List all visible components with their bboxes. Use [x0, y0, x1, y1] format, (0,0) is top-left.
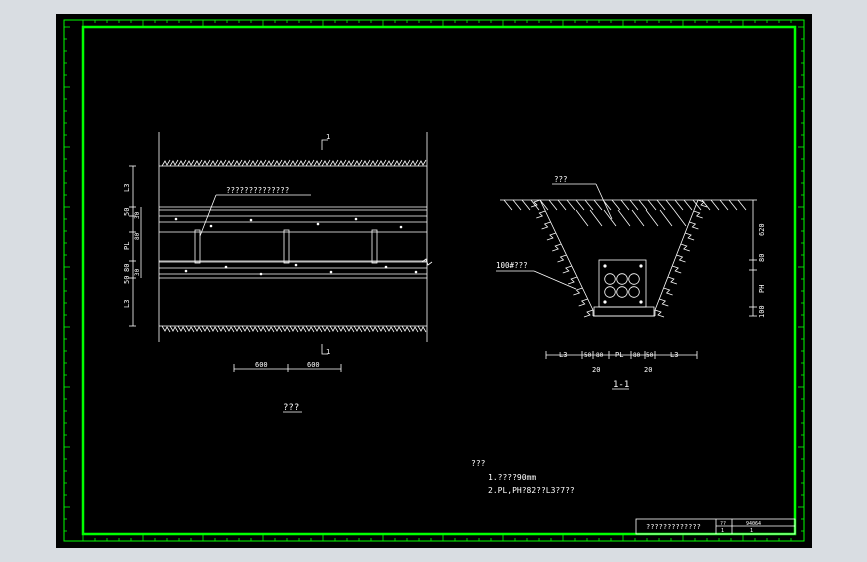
- notes-line-2: 2.PL,PH?82??L3?7??: [488, 486, 575, 495]
- plan-view: [129, 132, 433, 413]
- section-mark-top: 1: [326, 133, 330, 141]
- cad-drawing: 1 1 ?????????????? 600 600 ??? L3 50 PL …: [63, 19, 805, 542]
- plan-dim-80: 80: [123, 264, 131, 272]
- plan-caption: ???: [283, 403, 299, 413]
- title-block-col2: 94064: [746, 521, 761, 527]
- plan-dim-l3-bottom: L3: [123, 300, 131, 308]
- plan-dim-pl: PL: [123, 242, 131, 250]
- title-block-texts: ????????????? ?? 94064 1 1: [646, 521, 761, 534]
- plan-inner-dim-1: 30: [134, 211, 141, 219]
- section-dim-100: 100: [758, 305, 766, 318]
- plan-dim-600-left: 600: [255, 361, 268, 369]
- border-tick-marks: [64, 20, 804, 541]
- section-dim-620: 620: [758, 223, 766, 236]
- plan-dim-l3-top: L3: [123, 184, 131, 192]
- ground-hatch-bottom: [161, 325, 427, 333]
- cable-ducts: [603, 264, 643, 304]
- plan-inner-dim-2: 80: [134, 232, 141, 240]
- section-view: [496, 183, 757, 390]
- backfill-label: ???: [554, 175, 568, 184]
- notes: ??? 1.????90mm 2.PL,PH?82??L3?7??: [471, 459, 575, 495]
- plan-texts: 1 1 ?????????????? 600 600 ??? L3 50 PL …: [123, 133, 330, 413]
- sec-bdim-80-left: 80: [596, 352, 604, 359]
- plan-dim-50-bottom: 50: [123, 276, 131, 284]
- base-label: 100#???: [496, 261, 528, 270]
- plan-inner-dim-3: 30: [134, 268, 141, 276]
- section-mark-bottom: 1: [326, 348, 330, 356]
- sec-subdim-left: 20: [592, 366, 600, 374]
- plan-dim-50-top: 50: [123, 208, 131, 216]
- sec-bdim-80-right: 80: [633, 352, 641, 359]
- plan-dim-600-right: 600: [307, 361, 320, 369]
- outer-border: [63, 19, 805, 542]
- sec-bdim-50-left: 50: [584, 352, 592, 359]
- ground-hatch-top: [161, 159, 427, 167]
- sec-bdim-l3-left: L3: [559, 351, 567, 359]
- pipe-label: ??????????????: [226, 186, 289, 195]
- drawing-sheet: 1 1 ?????????????? 600 600 ??? L3 50 PL …: [56, 14, 812, 548]
- sec-bdim-l3-right: L3: [670, 351, 678, 359]
- section-texts: ??? 100#??? 620 80 PH 100 L3 50 80 PL 80…: [496, 175, 766, 390]
- title-block-col1: ??: [720, 521, 726, 527]
- notes-line-1: 1.????90mm: [488, 473, 536, 482]
- section-ground-hatch: [503, 199, 747, 318]
- notes-heading: ???: [471, 459, 486, 468]
- title-block: [635, 518, 796, 535]
- sec-bdim-50-right: 50: [646, 352, 654, 359]
- sec-bdim-pl: PL: [615, 351, 623, 359]
- title-block-row2-col1: 1: [721, 528, 724, 534]
- section-dim-ph: PH: [758, 285, 766, 293]
- title-block-name: ?????????????: [646, 523, 701, 531]
- section-caption: 1-1: [613, 380, 629, 390]
- inner-border: [81, 25, 797, 536]
- title-block-row2-col2: 1: [750, 528, 753, 534]
- plan-aggregate: [174, 217, 418, 276]
- sec-subdim-right: 20: [644, 366, 652, 374]
- section-dim-80: 80: [758, 254, 766, 262]
